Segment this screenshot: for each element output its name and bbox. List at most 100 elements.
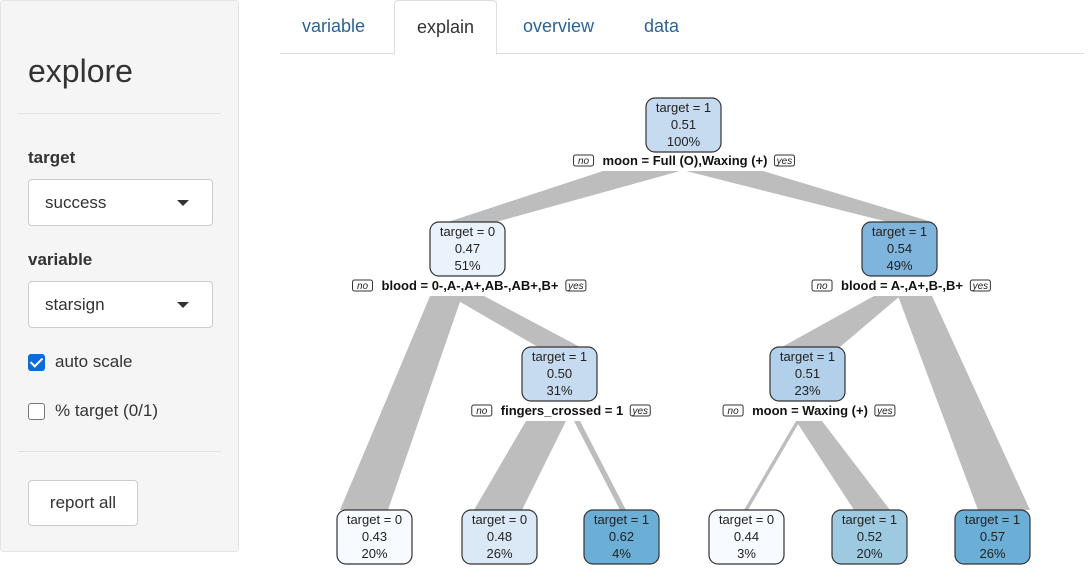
no-tag: no [476,406,488,417]
tree-node-n8: target = 1 0.62 4% [583,509,660,565]
node-box [583,509,660,565]
yes-tag: yes [776,156,793,167]
node-value: 0.48 [487,529,512,544]
tree-node-n6: target = 0 0.43 20% [336,509,413,565]
no-tag-box [352,279,374,292]
split-rule-text: fingers_crossed = 1 [501,403,623,418]
no-tag: no [578,156,590,167]
node-percent: 26% [979,546,1005,561]
no-tag: no [816,281,828,292]
tab-bar: variable explain overview data [280,0,1084,55]
node-percent: 51% [454,258,480,273]
tree-node-n7: target = 0 0.48 26% [461,509,538,565]
pct-target-label: % target (0/1) [55,401,158,420]
variable-select[interactable]: starsign [28,281,213,328]
node-value: 0.43 [362,529,387,544]
divider [18,113,221,114]
checkbox-unchecked-icon[interactable] [28,402,45,420]
branch-n4-n8 [574,421,626,510]
chevron-down-icon [177,200,189,206]
split-rule-n4: fingers_crossed = 1 no yes [471,403,651,418]
auto-scale-checkbox[interactable]: auto scale [28,352,133,372]
tab-explain[interactable]: explain [394,0,498,55]
node-percent: 23% [794,383,820,398]
node-class-label: target = 1 [872,224,927,239]
report-all-button[interactable]: report all [28,480,138,526]
tree-node-n9: target = 0 0.44 3% [708,509,785,565]
split-rule-text: blood = 0-,A-,A+,AB-,AB+,B+ [382,278,559,293]
node-value: 0.50 [547,366,572,381]
yes-tag-box [969,279,991,292]
tab-variable[interactable]: variable [302,16,366,36]
node-percent: 20% [856,546,882,561]
node-value: 0.51 [795,366,820,381]
tab-data[interactable]: data [644,16,680,36]
yes-tag: yes [567,281,584,292]
yes-tag-box [773,154,795,167]
branch-n4-n7 [474,421,566,510]
node-class-label: target = 0 [472,512,527,527]
split-rule-n2: blood = 0-,A-,A+,AB-,AB+,B+ no yes [352,278,587,293]
tab-overview[interactable]: overview [523,16,595,36]
node-class-label: target = 0 [719,512,774,527]
branch-n3-n11 [898,296,1030,510]
node-box [831,509,908,565]
node-value: 0.44 [734,529,759,544]
node-class-label: target = 1 [780,349,835,364]
variable-select-value: starsign [45,295,105,314]
node-class-label: target = 0 [347,512,402,527]
no-tag-box [471,404,493,417]
node-percent: 20% [361,546,387,561]
node-percent: 4% [612,546,631,561]
yes-tag-box [629,404,651,417]
tree-node-n3: target = 1 0.54 49% [861,221,938,277]
node-percent: 100% [667,134,701,149]
node-class-label: target = 1 [965,512,1020,527]
node-percent: 49% [886,258,912,273]
node-box [861,221,938,277]
node-value: 0.54 [887,241,912,256]
node-class-label: target = 1 [532,349,587,364]
divider [18,451,221,452]
branch-n1-n3 [686,171,932,222]
branch-n2-n6 [340,296,462,510]
yes-tag: yes [631,406,648,417]
chevron-down-icon [177,302,189,308]
node-box [521,346,598,402]
no-tag: no [357,281,369,292]
checkbox-checked-icon[interactable] [28,353,45,371]
yes-tag: yes [876,406,893,417]
tree-node-n5: target = 1 0.51 23% [769,346,846,402]
node-percent: 31% [546,383,572,398]
yes-tag-box [565,279,587,292]
target-label: target [28,148,76,167]
branch-n5-n9 [744,421,800,510]
node-value: 0.57 [980,529,1005,544]
branch-n5-n10 [796,421,890,510]
tree-node-n4: target = 1 0.50 31% [521,346,598,402]
target-select-value: success [45,193,107,212]
node-box [461,509,538,565]
no-tag-box [811,279,833,292]
pct-target-checkbox[interactable]: % target (0/1) [28,401,158,421]
node-value: 0.62 [609,529,634,544]
no-tag-box [573,154,595,167]
node-percent: 3% [737,546,756,561]
target-select[interactable]: success [28,179,213,226]
split-rule-text: blood = A-,A+,B-,B+ [841,278,963,293]
sidebar-panel: explore target success variable starsign… [0,0,239,552]
branch-n2-n4 [450,296,580,347]
node-class-label: target = 1 [842,512,897,527]
node-percent: 26% [486,546,512,561]
node-class-label: target = 0 [440,224,495,239]
node-class-label: target = 1 [594,512,649,527]
tree-branches [340,171,1030,510]
node-box [769,346,846,402]
